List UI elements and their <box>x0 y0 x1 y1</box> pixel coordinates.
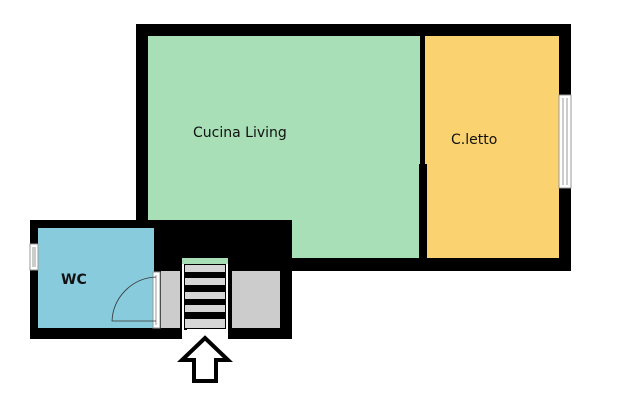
storage-left <box>161 271 180 328</box>
room-wc[interactable] <box>38 228 154 328</box>
label-bedroom: C.letto <box>451 132 498 148</box>
label-wc: WC <box>61 272 87 288</box>
up-arrow-icon <box>177 335 233 383</box>
window-wc <box>29 243 39 271</box>
room-bedroom[interactable] <box>425 36 559 258</box>
stairs <box>182 258 228 340</box>
window-bedroom <box>558 94 572 189</box>
door-wc[interactable] <box>111 271 161 329</box>
partition-wall <box>419 164 427 258</box>
label-living: Cucina Living <box>193 125 287 141</box>
storage-right <box>232 271 280 328</box>
